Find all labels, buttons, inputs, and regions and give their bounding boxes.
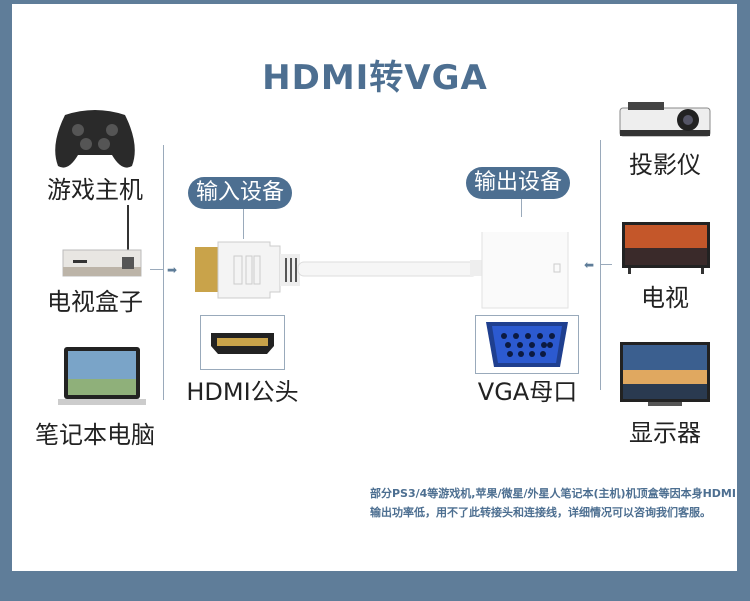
arrow-right-icon: ➡ bbox=[167, 263, 178, 277]
right-bracket-tick bbox=[600, 264, 612, 265]
arrow-left-icon: ⬅ bbox=[584, 258, 595, 272]
laptop-icon bbox=[58, 347, 146, 405]
output-device-pill: 输出设备 bbox=[466, 167, 571, 199]
left-bracket bbox=[163, 145, 164, 400]
right-bracket bbox=[600, 140, 601, 390]
target-label-tv: 电视 bbox=[641, 284, 689, 312]
vga-female-label: VGA母口 bbox=[477, 378, 578, 406]
source-label-game: 游戏主机 bbox=[47, 176, 143, 204]
vga-female-icon bbox=[486, 322, 568, 367]
monitor-icon bbox=[620, 342, 710, 406]
page-title: HDMI转VGA bbox=[262, 58, 488, 98]
tv-box-icon bbox=[62, 205, 142, 277]
hdmi-male-label: HDMI公头 bbox=[186, 378, 299, 406]
input-pointer-line bbox=[243, 209, 244, 239]
output-pointer-line bbox=[521, 199, 522, 217]
compatibility-note: 部分PS3/4等游戏机,苹果/微星/外星人笔记本(主机)机顶盒等因本身HDMI输… bbox=[370, 487, 736, 519]
hdmi-to-vga-adapter bbox=[195, 232, 569, 309]
hdmi-male-icon bbox=[211, 333, 274, 354]
gamepad-icon bbox=[55, 110, 135, 168]
target-label-monitor: 显示器 bbox=[629, 419, 701, 447]
input-device-pill: 输入设备 bbox=[188, 177, 293, 209]
hdmi-port-box bbox=[200, 315, 285, 370]
target-label-projector: 投影仪 bbox=[629, 151, 701, 179]
vga-port-box bbox=[475, 315, 579, 374]
tv-icon bbox=[622, 222, 710, 274]
source-label-tvbox: 电视盒子 bbox=[47, 288, 143, 316]
panel bbox=[12, 4, 737, 571]
left-bracket-tick bbox=[150, 269, 163, 270]
source-label-laptop: 笔记本电脑 bbox=[35, 421, 155, 449]
projector-icon bbox=[619, 102, 711, 137]
